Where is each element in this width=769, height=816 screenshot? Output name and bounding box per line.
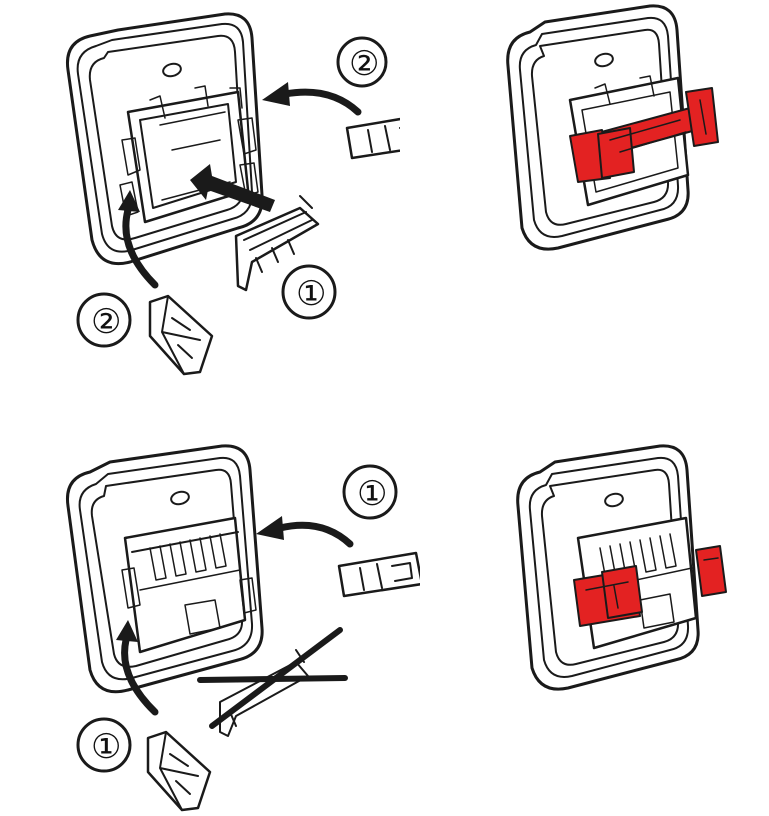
red-clip-assembly [569,87,719,183]
arrow-head-right [262,82,290,106]
arrow-head-right [256,516,284,540]
curved-arrow-right [281,88,362,116]
straight-arrow [190,164,275,212]
arrow-head-left [116,620,138,642]
step-label: ② [349,44,379,84]
arrow-head-left [118,190,140,212]
switch-insert-with-terminals [121,516,257,654]
step-label: ① [357,474,387,514]
panel-bottom-right-result [510,440,769,700]
step-labels: ① ① [76,464,398,773]
crossed-out-bracket [197,627,348,737]
red-clip-assembly [573,545,727,627]
panel-top-right-result [500,0,769,260]
panel-bottom-left-assembly: ① ① [0,440,420,816]
step-label: ① [296,274,326,314]
clip-top [345,117,400,160]
clip-bottom [148,294,214,376]
clip-top [337,551,420,598]
bracket-part [234,195,320,292]
curved-arrow-left [121,636,159,716]
curved-arrow-right [276,521,354,548]
step-label: ① [91,727,121,767]
clip-bottom [146,730,212,812]
step-labels: ② ① ② [76,36,388,348]
step-label: ② [91,302,121,342]
panel-top-left-assembly: ② ① ② [0,0,400,400]
curved-arrow-left [122,206,159,289]
